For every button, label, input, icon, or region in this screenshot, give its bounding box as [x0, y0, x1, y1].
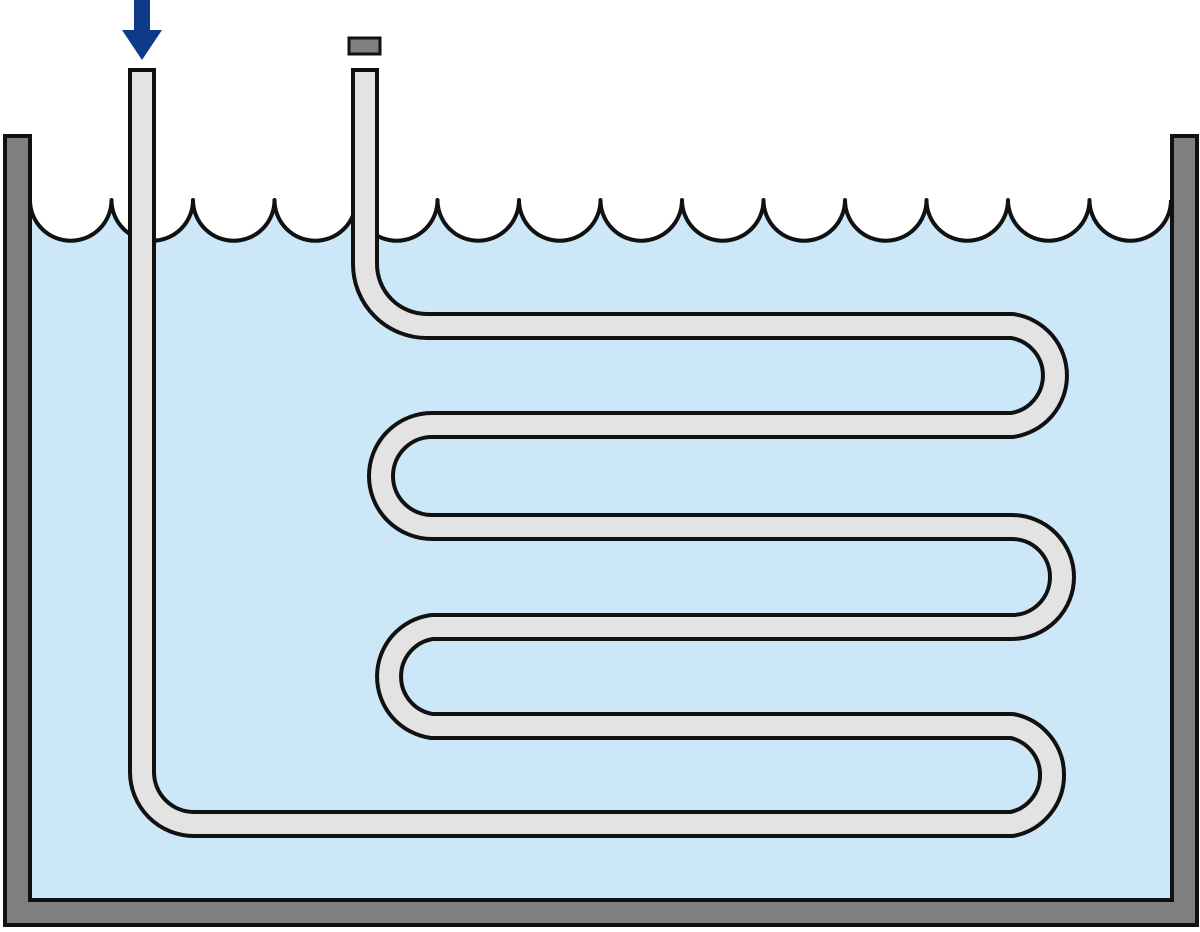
inlet-arrow-icon — [122, 0, 162, 60]
coil-tube — [128, 68, 1076, 838]
tank — [3, 134, 1199, 927]
coil-tube-fill — [132, 70, 1072, 834]
liquid-surface — [28, 198, 1173, 243]
outlet-cap — [347, 36, 382, 56]
liquid-bath — [30, 200, 1172, 900]
